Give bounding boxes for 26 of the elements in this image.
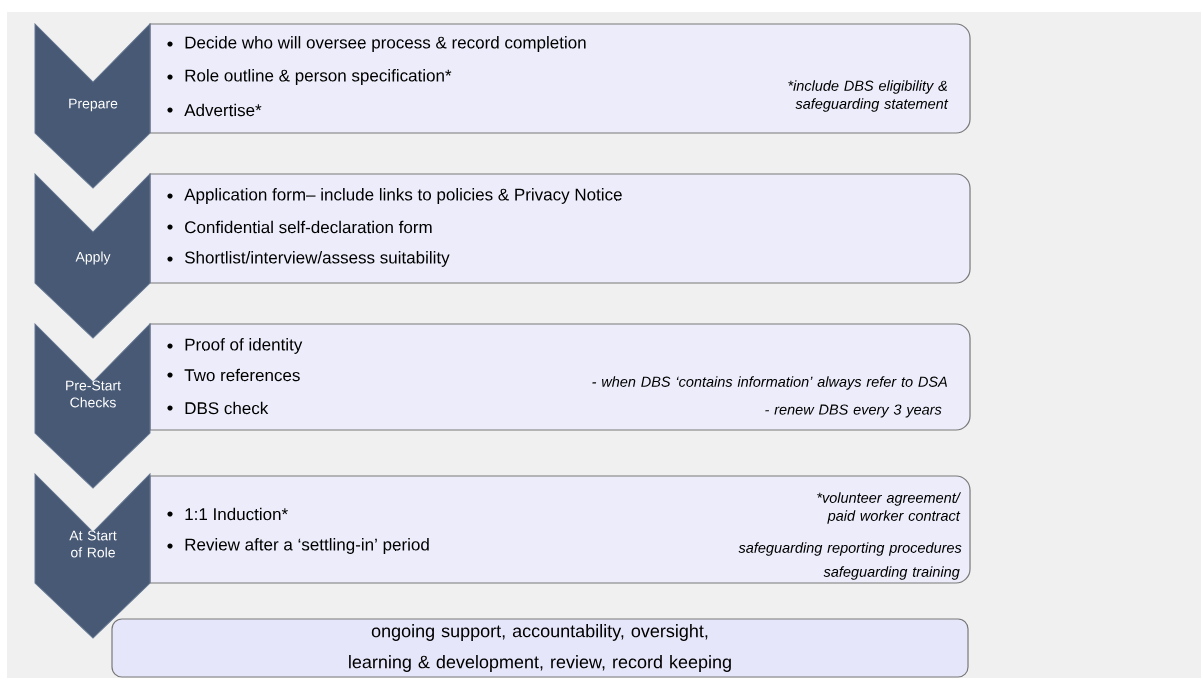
note-text: safeguarding reporting procedures [738, 542, 962, 556]
bullet-item: Advertise* [184, 103, 262, 117]
bullet-item: Review after a ‘settling-in’ period [185, 538, 429, 554]
bullet-item: DBS check [185, 401, 269, 415]
bullet-item: Decide who will oversee process & record completion [185, 36, 586, 52]
summary-box: ongoing support, accountability, oversight, learning & development, review, record keeping [111, 618, 969, 678]
bullet-item: Role outline & person specification* [185, 69, 452, 85]
stage-banner: Pre-Start Checks [34, 323, 151, 489]
bullet-item: Two references [184, 368, 300, 382]
note-text: *include DBS eligibility & safeguarding statement [788, 80, 949, 112]
stage-banner: Apply [34, 173, 151, 339]
step-box [149, 475, 971, 584]
bullet-item: Confidential self-declaration form [185, 220, 432, 234]
bullet-item: Proof of identity [185, 338, 303, 354]
stage-banner: Prepare [34, 23, 151, 189]
note-text: - renew DBS every 3 years [765, 404, 942, 418]
bullet-item: Shortlist/interview/assess suitability [184, 251, 450, 267]
note-text: - when DBS ‘contains information’ always refer to DSA [592, 376, 947, 390]
step-box [149, 173, 971, 284]
step-box [149, 323, 971, 431]
note-text: safeguarding training [823, 566, 960, 580]
bullet-item: Application form– include links to policies & Privacy Notice [184, 188, 622, 204]
bullet-item: 1:1 Induction* [185, 507, 288, 521]
note-text: *volunteer agreement/ paid worker contract [817, 492, 961, 524]
step-box [149, 23, 971, 134]
stage-banner: At Start of Role [34, 473, 151, 639]
